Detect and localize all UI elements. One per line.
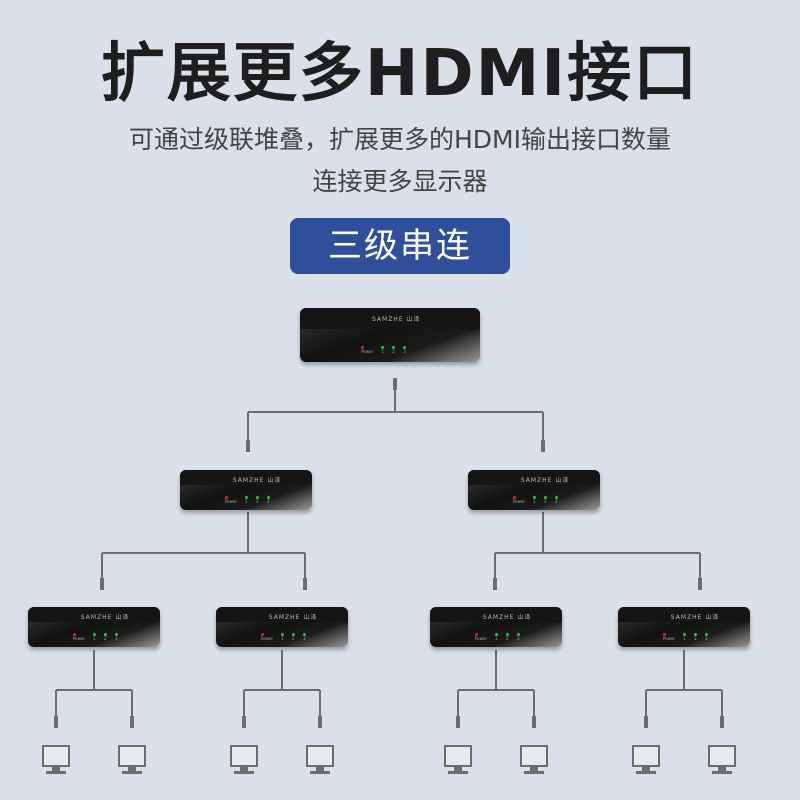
port-label: 1 bbox=[92, 636, 96, 642]
port-led bbox=[114, 633, 118, 637]
power-led bbox=[512, 496, 516, 500]
page-title: 扩展更多HDMI接口 bbox=[100, 37, 700, 111]
power-label: Power bbox=[512, 499, 525, 505]
port-led bbox=[403, 346, 407, 350]
port-label: 2 bbox=[103, 636, 107, 642]
power-led bbox=[260, 633, 264, 637]
hdmi-splitter: SAMZHE 山泽 Power 1 2 3 bbox=[300, 308, 480, 362]
hdmi-splitter: SAMZHE 山泽 Power 1 2 3 bbox=[28, 607, 160, 647]
hdmi-splitter: SAMZHE 山泽 Power 1 2 3 bbox=[618, 607, 750, 647]
brand-logo: SAMZHE 山泽 bbox=[670, 613, 720, 621]
power-led bbox=[361, 346, 365, 350]
monitor-icon bbox=[42, 745, 70, 775]
port-led bbox=[255, 496, 259, 500]
monitor-icon bbox=[520, 745, 548, 775]
brand-logo: SAMZHE 山泽 bbox=[372, 316, 421, 324]
brand-logo: SAMZHE 山泽 bbox=[80, 613, 130, 621]
brand-logo: SAMZHE 山泽 bbox=[482, 613, 532, 621]
port-label: 2 bbox=[291, 636, 295, 642]
power-label: Power bbox=[662, 636, 675, 642]
port-led bbox=[543, 496, 547, 500]
monitor-icon bbox=[444, 745, 472, 775]
port-led bbox=[280, 633, 284, 637]
power-led bbox=[474, 633, 478, 637]
power-label: Power bbox=[260, 636, 273, 642]
port-label: 3 bbox=[704, 636, 708, 642]
port-label: 1 bbox=[532, 499, 536, 505]
port-led bbox=[103, 633, 107, 637]
brand-logo: SAMZHE 山泽 bbox=[268, 613, 318, 621]
port-label: 2 bbox=[505, 636, 509, 642]
port-led bbox=[532, 496, 536, 500]
monitor-icon bbox=[118, 745, 146, 775]
brand-logo: SAMZHE 山泽 bbox=[520, 476, 570, 484]
port-led bbox=[494, 633, 498, 637]
port-led bbox=[554, 496, 558, 500]
port-label: 2 bbox=[392, 349, 395, 355]
port-label: 2 bbox=[543, 499, 547, 505]
hdmi-splitter: SAMZHE 山泽 Power 1 2 3 bbox=[216, 607, 348, 647]
monitor-icon bbox=[632, 745, 660, 775]
port-led bbox=[92, 633, 96, 637]
monitor-icon bbox=[306, 745, 334, 775]
port-led bbox=[516, 633, 520, 637]
port-led bbox=[682, 633, 686, 637]
power-led bbox=[72, 633, 76, 637]
power-label: Power bbox=[361, 349, 374, 355]
port-label: 2 bbox=[255, 499, 259, 505]
port-led bbox=[704, 633, 708, 637]
port-led bbox=[266, 496, 270, 500]
port-led bbox=[392, 346, 396, 350]
brand-logo: SAMZHE 山泽 bbox=[232, 476, 282, 484]
power-label: Power bbox=[474, 636, 487, 642]
port-led bbox=[302, 633, 306, 637]
subtitle-line-1: 可通过级联堆叠，扩展更多的HDMI输出接口数量 bbox=[129, 125, 671, 154]
subtitle-line-2: 连接更多显示器 bbox=[312, 167, 488, 196]
port-label: 1 bbox=[682, 636, 686, 642]
power-label: Power bbox=[72, 636, 85, 642]
power-led bbox=[224, 496, 228, 500]
port-label: 1 bbox=[381, 349, 384, 355]
port-label: 3 bbox=[516, 636, 520, 642]
port-label: 1 bbox=[494, 636, 498, 642]
hdmi-splitter: SAMZHE 山泽 Power 1 2 3 bbox=[430, 607, 562, 647]
port-led bbox=[505, 633, 509, 637]
power-label: Power bbox=[224, 499, 237, 505]
monitor-icon bbox=[230, 745, 258, 775]
port-label: 1 bbox=[244, 499, 248, 505]
cascade-level-badge: 三级串连 bbox=[290, 218, 510, 274]
port-label: 3 bbox=[266, 499, 270, 505]
port-label: 2 bbox=[693, 636, 697, 642]
port-label: 1 bbox=[280, 636, 284, 642]
port-led bbox=[244, 496, 248, 500]
port-label: 3 bbox=[114, 636, 118, 642]
port-led bbox=[381, 346, 385, 350]
port-label: 3 bbox=[302, 636, 306, 642]
port-led bbox=[693, 633, 697, 637]
hdmi-splitter: SAMZHE 山泽 Power 1 2 3 bbox=[180, 470, 312, 510]
port-label: 3 bbox=[403, 349, 406, 355]
port-label: 3 bbox=[554, 499, 558, 505]
port-led bbox=[291, 633, 295, 637]
monitor-icon bbox=[708, 745, 736, 775]
power-led bbox=[662, 633, 666, 637]
hdmi-splitter: SAMZHE 山泽 Power 1 2 3 bbox=[468, 470, 600, 510]
